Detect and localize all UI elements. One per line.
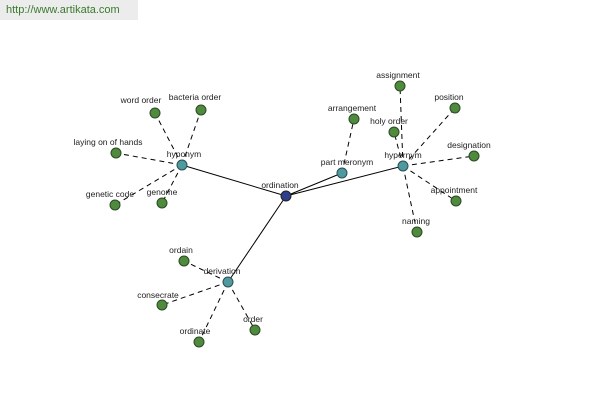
label-assignment[interactable]: assignment <box>376 70 420 80</box>
edge-hypernym-assignment <box>399 85 404 167</box>
edge-hyponym-bacteria-order <box>181 109 202 166</box>
node-hypernym[interactable] <box>397 160 409 172</box>
edge-hyponym-genome <box>161 164 183 204</box>
node-naming[interactable] <box>411 226 423 238</box>
node-hyponym[interactable] <box>176 159 188 171</box>
edge-derivation-consecrate <box>161 281 229 306</box>
edge-hyponym-word-order <box>154 112 183 166</box>
label-ordinate[interactable]: ordinate <box>180 326 211 336</box>
edge-hyponym-genetic-code <box>114 164 183 206</box>
edge-derivation-order <box>227 281 256 331</box>
node-ordain[interactable] <box>178 255 190 267</box>
node-consecrate[interactable] <box>156 299 168 311</box>
label-hyponym[interactable]: hyponym <box>167 149 202 159</box>
edge-hypernym-naming <box>402 165 418 233</box>
node-bacteria-order[interactable] <box>195 104 207 116</box>
label-order[interactable]: order <box>243 314 263 324</box>
node-genetic-code[interactable] <box>109 199 121 211</box>
edge-derivation-ordain <box>183 260 229 283</box>
node-word-order[interactable] <box>149 107 161 119</box>
label-arrangement[interactable]: arrangement <box>328 103 377 113</box>
node-holy-order[interactable] <box>388 126 400 138</box>
label-position[interactable]: position <box>434 92 464 102</box>
label-holy-order[interactable]: holy order <box>370 116 408 126</box>
edge-hypernym-holy-order <box>393 131 404 167</box>
label-part-meronym[interactable]: part meronym <box>321 157 373 167</box>
node-derivation[interactable] <box>222 276 234 288</box>
edge-ordination-hyponym <box>181 164 287 197</box>
label-ordination[interactable]: ordination <box>261 180 299 190</box>
node-designation[interactable] <box>468 150 480 162</box>
node-genome[interactable] <box>156 197 168 209</box>
label-naming[interactable]: naming <box>402 216 430 226</box>
edge-hypernym-position <box>402 107 456 167</box>
edge-ordination-derivation <box>227 195 287 283</box>
node-position[interactable] <box>449 102 461 114</box>
node-part-meronym[interactable] <box>336 167 348 179</box>
node-order[interactable] <box>249 324 261 336</box>
node-assignment[interactable] <box>394 80 406 92</box>
label-designation[interactable]: designation <box>447 140 491 150</box>
label-bacteria-order[interactable]: bacteria order <box>169 92 222 102</box>
edge-part-meronym-arrangement <box>341 118 355 174</box>
node-laying-on-of-hands[interactable] <box>110 147 122 159</box>
label-genome[interactable]: genome <box>147 187 178 197</box>
label-consecrate[interactable]: consecrate <box>137 290 179 300</box>
label-laying-on-of-hands[interactable]: laying on of hands <box>74 137 143 147</box>
label-hypernym[interactable]: hypernym <box>384 150 421 160</box>
node-ordination[interactable] <box>280 190 292 202</box>
node-ordinate[interactable] <box>193 336 205 348</box>
label-derivation[interactable]: derivation <box>204 266 241 276</box>
label-genetic-code[interactable]: genetic code <box>86 189 134 199</box>
label-appointment[interactable]: appointment <box>431 185 478 195</box>
node-appointment[interactable] <box>450 195 462 207</box>
edge-ordination-hypernym <box>285 165 404 197</box>
node-arrangement[interactable] <box>348 113 360 125</box>
source-url-banner[interactable]: http://www.artikata.com <box>0 0 138 20</box>
label-word-order[interactable]: word order <box>120 95 162 105</box>
edge-derivation-ordinate <box>198 281 229 343</box>
edge-ordination-part-meronym <box>285 172 343 197</box>
edge-hypernym-designation <box>402 155 475 167</box>
edge-hyponym-laying-on-of-hands <box>115 152 183 166</box>
label-ordain[interactable]: ordain <box>169 245 193 255</box>
edge-hypernym-appointment <box>402 165 457 202</box>
